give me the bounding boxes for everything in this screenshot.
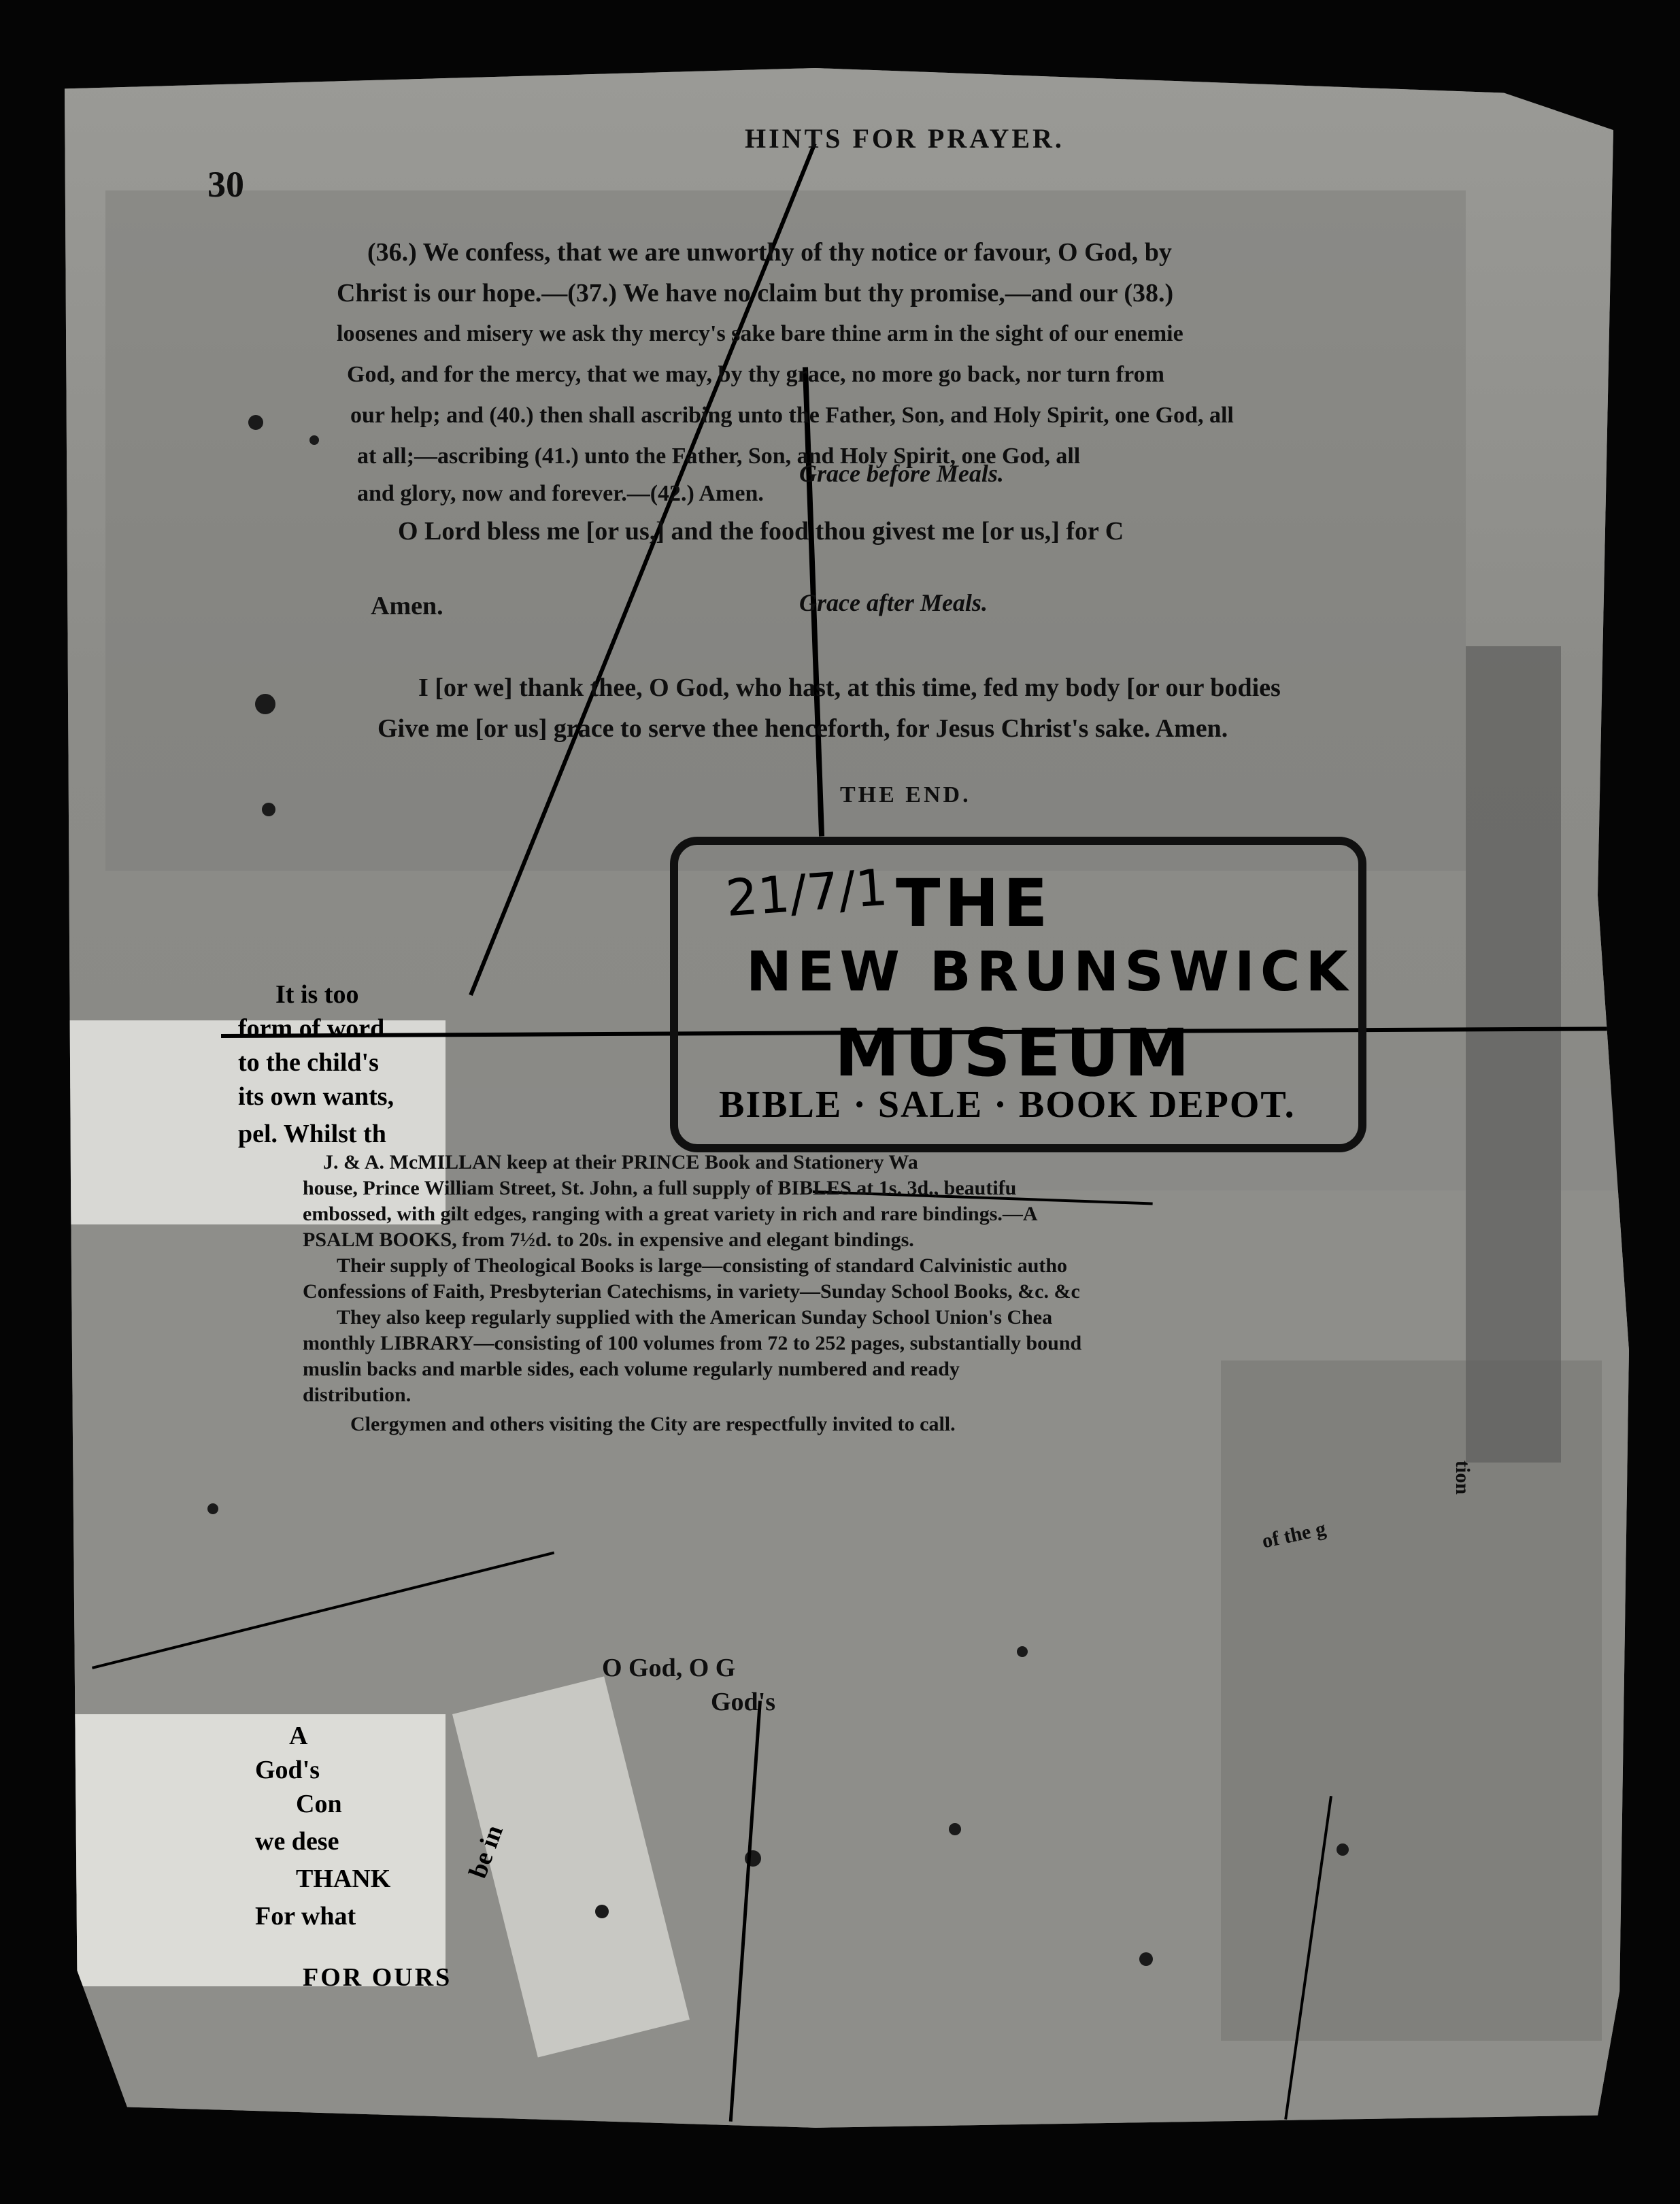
lower-fragment: O God, O G [602,1654,736,1682]
fragment-line: form of word [238,1014,385,1043]
advert-line: Confessions of Faith, Presbyterian Catec… [303,1280,1080,1303]
lower-fragment: tion [1451,1460,1475,1495]
fragment-line: It is too [275,980,359,1009]
grace-before-text: O Lord bless me [or us,] and the food th… [398,517,1124,546]
prayer-line: (36.) We confess, that we are unworthy o… [367,238,1172,267]
fragment-line: pel. Whilst th [238,1120,386,1148]
lower-left-line: FOR OURS [303,1963,452,1992]
advert-line: house, Prince William Street, St. John, … [303,1177,1017,1199]
page-number: 30 [207,164,244,205]
advert-closing: Clergymen and others visiting the City a… [350,1413,956,1435]
advert-line: muslin backs and marble sides, each volu… [303,1358,960,1380]
lower-left-line: THANK [296,1865,391,1893]
grace-before-title: Grace before Meals. [799,460,1004,487]
advert-line: distribution. [303,1384,411,1406]
grace-after-line: I [or we] thank thee, O God, who hast, a… [418,673,1281,702]
lower-left-line: Con [296,1790,342,1818]
advert-line: J. & A. McMILLAN keep at their PRINCE Bo… [323,1151,918,1173]
grace-after-line: Give me [or us] grace to serve thee henc… [377,714,1228,743]
advert-line: Their supply of Theological Books is lar… [337,1254,1068,1277]
fragment-line: to the child's [238,1048,379,1077]
stamp-line: THE [896,865,1052,941]
grace-after-title: Grace after Meals. [799,589,988,616]
running-header: HINTS FOR PRAYER. [745,123,1064,154]
lower-left-line: God's [255,1756,320,1784]
stamp-handwritten-number: 21/7/1 [724,858,890,929]
stamp-line: BIBLE · SALE · BOOK DEPOT. [719,1084,1296,1126]
advert-line: PSALM BOOKS, from 7½d. to 20s. in expens… [303,1229,914,1251]
fragment-line: its own wants, [238,1082,394,1111]
lower-left-line: For what [255,1902,356,1931]
library-stamp: 21/7/1 THE NEW BRUNSWICK MUSEUM BIBLE · … [670,837,1366,1152]
the-end: THE END. [840,782,971,807]
prayer-line: God, and for the mercy, that we may, by … [347,362,1164,387]
prayer-line: our help; and (40.) then shall ascribing… [350,403,1234,428]
stamp-line: NEW BRUNSWICK [746,940,1354,1003]
advert-line: embossed, with gilt edges, ranging with … [303,1203,1038,1225]
grace-before-amen: Amen. [371,592,443,620]
prayer-line: loosenes and misery we ask thy mercy's s… [337,321,1183,346]
document-page: 30 HINTS FOR PRAYER. (36.) We confess, t… [65,68,1629,2128]
lower-left-line: A [289,1722,308,1750]
prayer-line: at all;—ascribing (41.) unto the Father,… [357,444,1081,469]
advert-line: They also keep regularly supplied with t… [337,1306,1053,1329]
advert-line: monthly LIBRARY—consisting of 100 volume… [303,1332,1082,1354]
lower-left-line: we dese [255,1827,339,1856]
stamp-line: MUSEUM [835,1015,1195,1091]
prayer-line: and glory, now and forever.—(42.) Amen. [357,481,764,506]
lower-fragment: God's [711,1688,776,1716]
prayer-line: Christ is our hope.—(37.) We have no cla… [337,279,1174,307]
